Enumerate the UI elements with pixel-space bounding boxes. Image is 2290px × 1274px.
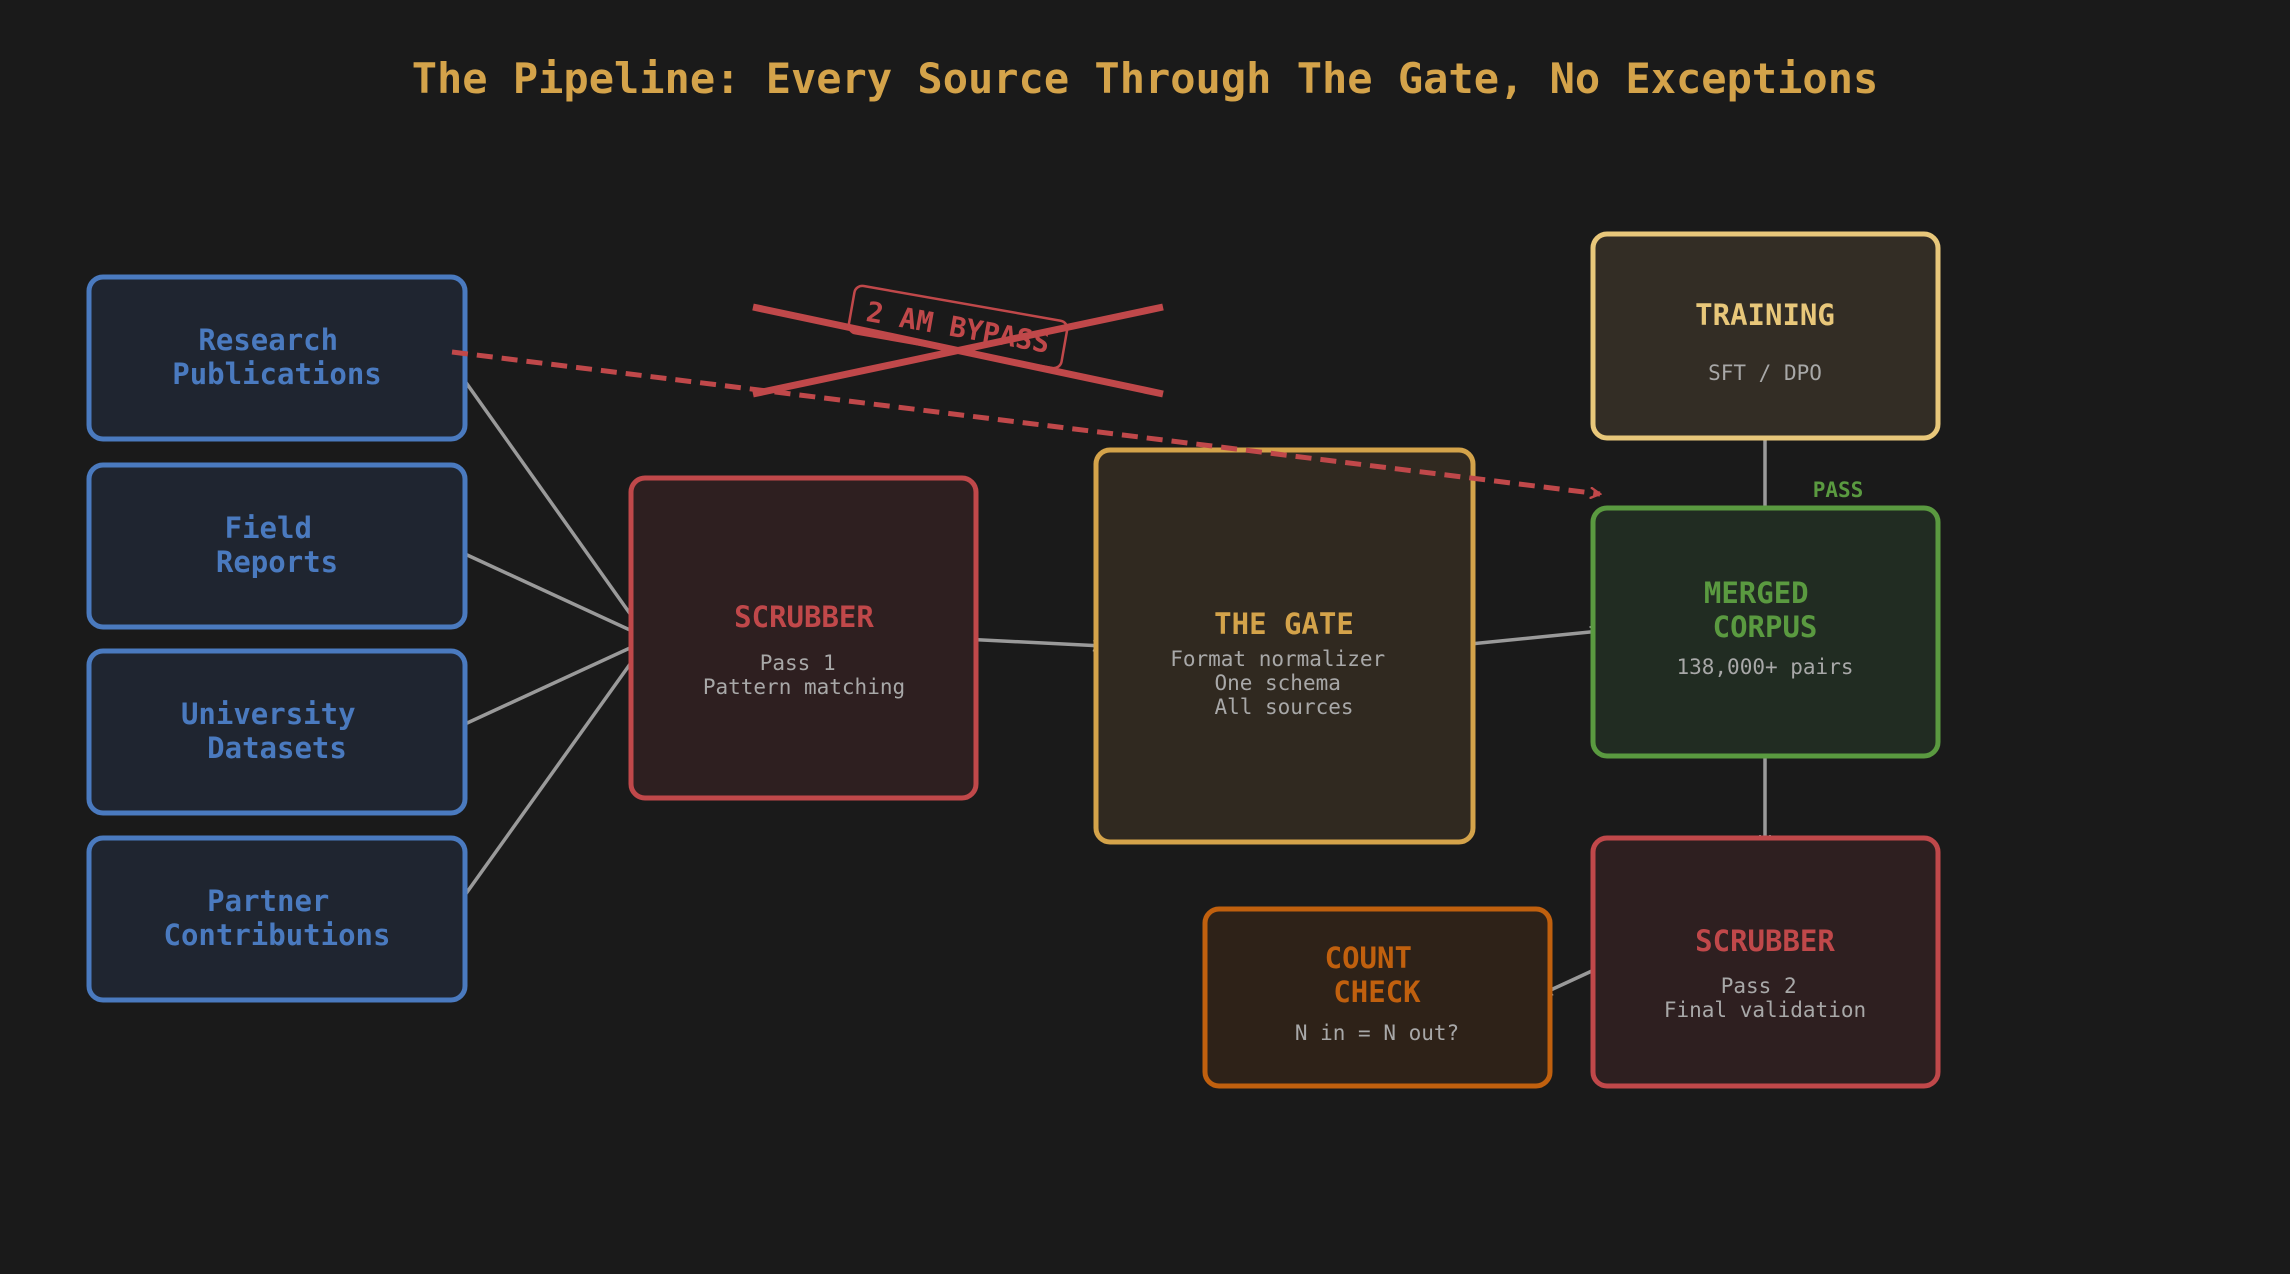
bypass-dashed-arrow	[451, 349, 1600, 494]
pass-label: PASS	[1813, 478, 1864, 502]
svg-text:Pass 1 Pattern matching: Pass 1 Pattern matching	[703, 651, 905, 699]
training-node[interactable]: TRAINING SFT / DPO	[1590, 231, 1941, 441]
merged-title-line: MERGED	[1704, 576, 1809, 610]
svg-text:University Datasets: University Datasets	[181, 697, 373, 765]
scrubber-1-title: SCRUBBER	[734, 600, 874, 634]
edge-scrubber-to-gate	[962, 637, 1103, 646]
scrubber-2-title: SCRUBBER	[1695, 924, 1835, 958]
scrubber-2-sub-line: Pass 2	[1721, 974, 1797, 998]
count-check-node[interactable]: COUNT CHECK N in = N out?	[1202, 906, 1553, 1089]
scrubber-pass-1-node[interactable]: SCRUBBER Pass 1 Pattern matching	[628, 475, 979, 801]
source-label-line: Publications	[172, 357, 382, 391]
edge-university-to-scrubber	[451, 642, 643, 732]
source-label-line: Reports	[216, 545, 338, 579]
source-label-line: Research	[198, 323, 338, 357]
training-title: TRAINING	[1695, 298, 1835, 332]
merged-sub: 138,000+ pairs	[1676, 655, 1853, 679]
svg-text:Research Publications: Research Publications	[172, 323, 382, 391]
count-check-sub: N in = N out?	[1295, 1021, 1459, 1045]
source-label-line: Contributions	[164, 918, 391, 952]
edge-partner-to-scrubber	[448, 646, 643, 918]
scrubber-pass-2-node[interactable]: SCRUBBER Pass 2 Final validation	[1590, 835, 1941, 1089]
source-field-reports[interactable]: Field Reports	[86, 462, 468, 630]
training-sub: SFT / DPO	[1708, 361, 1822, 385]
edge-gate-to-merged	[1459, 631, 1600, 647]
svg-text:Pass 2 Final validation: Pass 2 Final validation	[1664, 974, 1866, 1022]
scrubber-1-sub-line: Pattern matching	[703, 675, 905, 699]
count-check-title-line: CHECK	[1333, 975, 1421, 1009]
source-label-line: University	[181, 697, 356, 731]
edge-research-to-scrubber	[448, 358, 643, 632]
gate-node[interactable]: THE GATE Format normalizer One schema Al…	[1093, 447, 1476, 845]
svg-text:Field Reports: Field Reports	[216, 511, 338, 579]
gate-sub-line: Format normalizer	[1170, 647, 1385, 671]
svg-text:MERGED CORPUS: MERGED CORPUS	[1704, 576, 1826, 644]
diagram-title: The Pipeline: Every Source Through The G…	[412, 54, 1879, 103]
connectors	[448, 358, 1765, 994]
scrubber-2-sub-line: Final validation	[1664, 998, 1866, 1022]
scrubber-1-sub-line: Pass 1	[760, 651, 836, 675]
source-label-line: Datasets	[207, 731, 347, 765]
gate-sub-line: All sources	[1214, 695, 1353, 719]
gate-sub-line: One schema	[1214, 671, 1340, 695]
bypass-stamp: 2 AM BYPASS	[752, 284, 1164, 398]
svg-text:Format normalizer One sc: Format normalizer One schema All sources	[1170, 647, 1398, 719]
source-partner-contributions[interactable]: Partner Contributions	[86, 835, 468, 1003]
svg-text:Partner Contributions: Partner Contributions	[164, 884, 391, 952]
merged-title-line: CORPUS	[1713, 610, 1818, 644]
source-label-line: Partner	[207, 884, 329, 918]
merged-corpus-node[interactable]: MERGED CORPUS 138,000+ pairs	[1590, 505, 1941, 759]
edge-field-to-scrubber	[451, 546, 643, 636]
gate-title: THE GATE	[1214, 607, 1354, 641]
svg-text:COUNT CHECK: COUNT CHECK	[1325, 941, 1430, 1009]
source-university-datasets[interactable]: University Datasets	[86, 648, 468, 816]
count-check-title-line: COUNT	[1325, 941, 1412, 975]
source-research-publications[interactable]: Research Publications	[86, 274, 468, 442]
source-label-line: Field	[225, 511, 312, 545]
bypass-cross-line	[752, 303, 1164, 398]
